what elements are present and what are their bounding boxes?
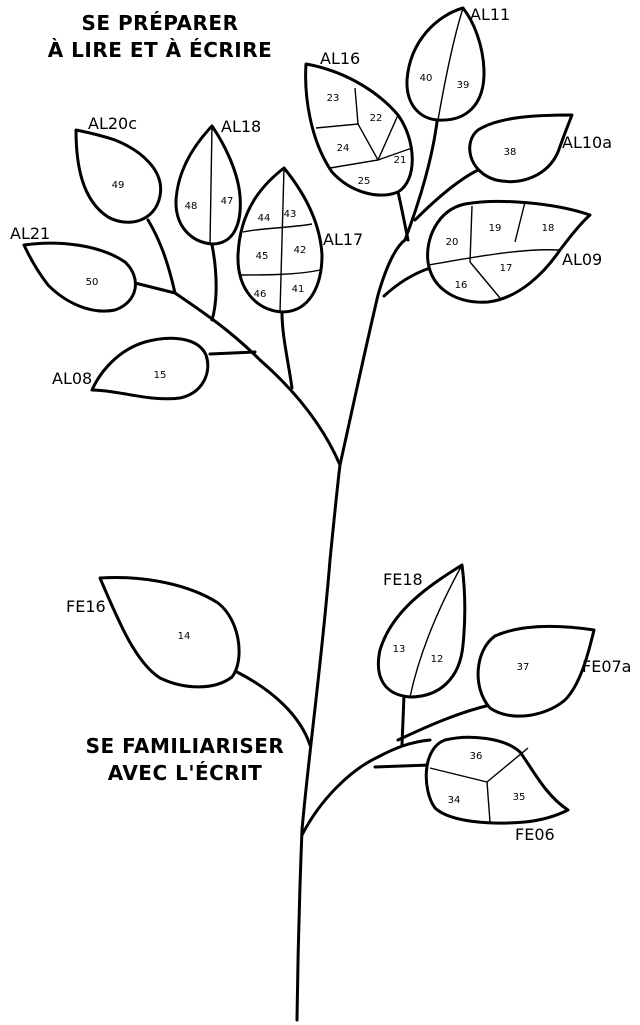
branch-al21 xyxy=(135,283,175,293)
leaf-code: AL20c xyxy=(88,114,137,133)
branch-al09 xyxy=(384,268,430,296)
leaf-number: 34 xyxy=(448,795,461,806)
branch-al17 xyxy=(282,313,292,388)
leaf-al10a: 38 AL10a xyxy=(470,115,612,182)
branch-fe06 xyxy=(375,765,430,767)
leaf-number: 46 xyxy=(254,289,267,300)
leaf-number: 39 xyxy=(457,80,470,91)
leaf-number: 17 xyxy=(500,263,513,274)
leaf-number: 38 xyxy=(504,147,517,158)
leaf-fe06: 36 34 35 FE06 xyxy=(426,737,568,844)
leaf-number: 12 xyxy=(431,654,444,665)
leaf-number: 35 xyxy=(513,792,526,803)
leaf-code: AL11 xyxy=(470,5,510,24)
leaf-number: 20 xyxy=(446,237,459,248)
branch-al16 xyxy=(398,192,408,240)
branch-al18 xyxy=(212,245,216,320)
leaf-number: 13 xyxy=(393,644,406,655)
branch-fe-right xyxy=(302,740,430,835)
leaf-code: FE18 xyxy=(383,570,423,589)
leaf-fe16: 14 FE16 xyxy=(66,577,239,686)
leaf-number: 15 xyxy=(154,370,167,381)
leaf-number: 19 xyxy=(489,223,502,234)
branch-al20c xyxy=(148,220,175,293)
leaf-number: 40 xyxy=(420,73,433,84)
leaf-al16: 23 22 24 21 25 AL16 xyxy=(306,49,413,195)
leaf-number: 49 xyxy=(112,180,125,191)
branch-al08 xyxy=(210,352,255,354)
leaf-number: 36 xyxy=(470,751,483,762)
branch-fe07a xyxy=(398,705,490,740)
leaf-code: AL09 xyxy=(562,250,602,269)
leaf-number: 47 xyxy=(221,196,234,207)
leaf-code: AL08 xyxy=(52,369,92,388)
leaf-number: 44 xyxy=(258,213,271,224)
leaf-al11: 40 39 AL11 xyxy=(407,5,510,120)
leaf-number: 37 xyxy=(517,662,530,673)
leaf-code: AL21 xyxy=(10,224,50,243)
leaf-number: 21 xyxy=(394,155,407,166)
leaf-code: AL10a xyxy=(562,133,612,152)
leaf-al21: 50 AL21 xyxy=(10,224,135,311)
leaf-number: 18 xyxy=(542,223,555,234)
leaf-number: 43 xyxy=(284,209,297,220)
leaf-number: 14 xyxy=(178,631,191,642)
leaf-number: 50 xyxy=(86,277,99,288)
leaf-code: FE06 xyxy=(515,825,555,844)
leaf-code: AL17 xyxy=(323,230,363,249)
leaf-number: 41 xyxy=(292,284,305,295)
leaf-number: 16 xyxy=(455,280,468,291)
leaf-fe07a: 37 FE07a xyxy=(478,626,631,716)
leaf-code: AL16 xyxy=(320,49,360,68)
leaf-al17: 44 43 45 42 46 41 AL17 xyxy=(238,168,363,312)
leaf-fe18: 13 12 FE18 xyxy=(378,565,464,697)
leaf-code: AL18 xyxy=(221,117,261,136)
leaf-code: FE16 xyxy=(66,597,106,616)
leaf-al09: 20 19 18 17 16 AL09 xyxy=(428,201,603,302)
leaf-number: 22 xyxy=(370,113,383,124)
leaf-number: 24 xyxy=(337,143,350,154)
leaf-code: FE07a xyxy=(582,657,631,676)
leaf-number: 48 xyxy=(185,201,198,212)
leaf-number: 25 xyxy=(358,176,371,187)
leaf-al20c: 49 AL20c xyxy=(76,114,161,222)
leaf-number: 45 xyxy=(256,251,269,262)
leaf-al08: 15 AL08 xyxy=(52,338,208,399)
leaf-number: 42 xyxy=(294,245,307,256)
leaf-number: 23 xyxy=(327,93,340,104)
branch-fe16 xyxy=(237,672,310,745)
